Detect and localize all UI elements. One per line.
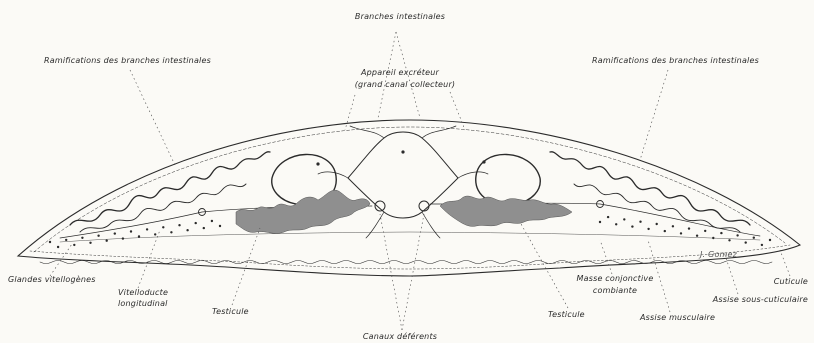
follicle-dot [203, 227, 205, 229]
label-longitudinal: longitudinal [118, 299, 168, 308]
label-appareil-excreteur: Appareil excréteur [340, 68, 460, 77]
left-testis-mass [236, 190, 370, 233]
follicle-dot [49, 241, 51, 243]
follicle-dot [639, 221, 641, 223]
follicle-dot [65, 239, 67, 241]
leader-appareil-right [450, 92, 465, 130]
right-intestinal-tube [550, 152, 750, 225]
follicle-dot [178, 224, 180, 226]
follicle-dot [664, 230, 666, 232]
follicle-dot [219, 225, 221, 227]
left-intestinal-tube-inner [80, 184, 246, 232]
follicle-dot [680, 232, 682, 234]
leader-appareil-left [345, 95, 355, 130]
leader-vitelloducte [138, 230, 160, 288]
follicle-dot [631, 225, 633, 227]
label-testicule-left: Testicule [212, 307, 249, 316]
follicle-dot [712, 237, 714, 239]
follicle-dot [656, 223, 658, 225]
follicle-dot [81, 237, 83, 239]
label-grand-canal: (grand canal collecteur) [340, 80, 470, 89]
label-cuticule: Cuticule [748, 277, 808, 286]
follicle-dot [162, 226, 164, 228]
leader-cuticule [780, 250, 790, 276]
follicle-dot [170, 231, 172, 233]
body-outline [18, 120, 800, 276]
label-testicule-right: Testicule [548, 310, 585, 319]
follicle-dot [647, 228, 649, 230]
follicle-dot [97, 235, 99, 237]
follicle-dot [130, 230, 132, 232]
canal-branch-3 [318, 172, 348, 178]
leader-ram-right [640, 70, 668, 160]
right-vas-circle [419, 201, 429, 211]
label-combiante: combiante [570, 286, 660, 295]
follicle-dot [146, 228, 148, 230]
label-assise-sous-cuticulaire: Assise sous-cuticulaire [704, 295, 808, 304]
follicle-dot [753, 237, 755, 239]
right-testis-mass [440, 196, 572, 226]
follicle-dot [122, 237, 124, 239]
artist-signature: J. Gomez [700, 250, 737, 259]
follicle-dot [623, 218, 625, 220]
follicle-dot [607, 216, 609, 218]
follicle-dot [114, 232, 116, 234]
follicle-dot [761, 244, 763, 246]
follicle-dot [696, 235, 698, 237]
follicle-dot [211, 220, 213, 222]
follicle-dot [154, 233, 156, 235]
label-ramifications-right: Ramifications des branches intestinales [592, 56, 759, 65]
leader-testicule-left [232, 228, 260, 305]
follicle-dot [186, 229, 188, 231]
follicle-dot [89, 242, 91, 244]
canal-branch-4 [458, 172, 488, 178]
label-masse-conjonctive: Masse conjonctive [570, 274, 660, 283]
follicle-dot [106, 240, 108, 242]
follicle-dot [672, 225, 674, 227]
follicle-dot [769, 239, 771, 241]
central-point [401, 150, 404, 153]
leader-masse [600, 240, 612, 274]
follicle-dot [138, 235, 140, 237]
follicle-dot [745, 241, 747, 243]
left-loop-center [316, 162, 319, 165]
label-canaux-deferents: Canaux déférents [340, 332, 460, 341]
leader-canaux-1 [380, 214, 402, 330]
sub-cuticular-line [34, 127, 785, 252]
follicle-dot [57, 246, 59, 248]
follicle-dot [728, 239, 730, 241]
follicle-dot [615, 223, 617, 225]
follicle-dot [599, 221, 601, 223]
label-assise-musculaire: Assise musculaire [640, 313, 715, 322]
label-vitelloducte: Vitelloducte [118, 288, 168, 297]
follicle-dot [736, 234, 738, 236]
canal-branch-6 [422, 212, 440, 238]
label-branches-intestinales: Branches intestinales [330, 12, 470, 21]
leader-ram-left [130, 70, 175, 165]
follicle-dot [73, 244, 75, 246]
follicle-dot [704, 230, 706, 232]
follicle-dot [720, 232, 722, 234]
leader-canaux-2 [402, 214, 424, 330]
muscular-layer [60, 232, 760, 242]
canal-branch-5 [366, 212, 384, 238]
follicle-dot [688, 227, 690, 229]
right-loop-center [482, 160, 485, 163]
label-glandes-vitellogenes: Glandes vitellogènes [8, 275, 96, 284]
inner-outline-bottom [30, 245, 790, 269]
label-ramifications-left: Ramifications des branches intestinales [44, 56, 211, 65]
follicle-dot [195, 222, 197, 224]
